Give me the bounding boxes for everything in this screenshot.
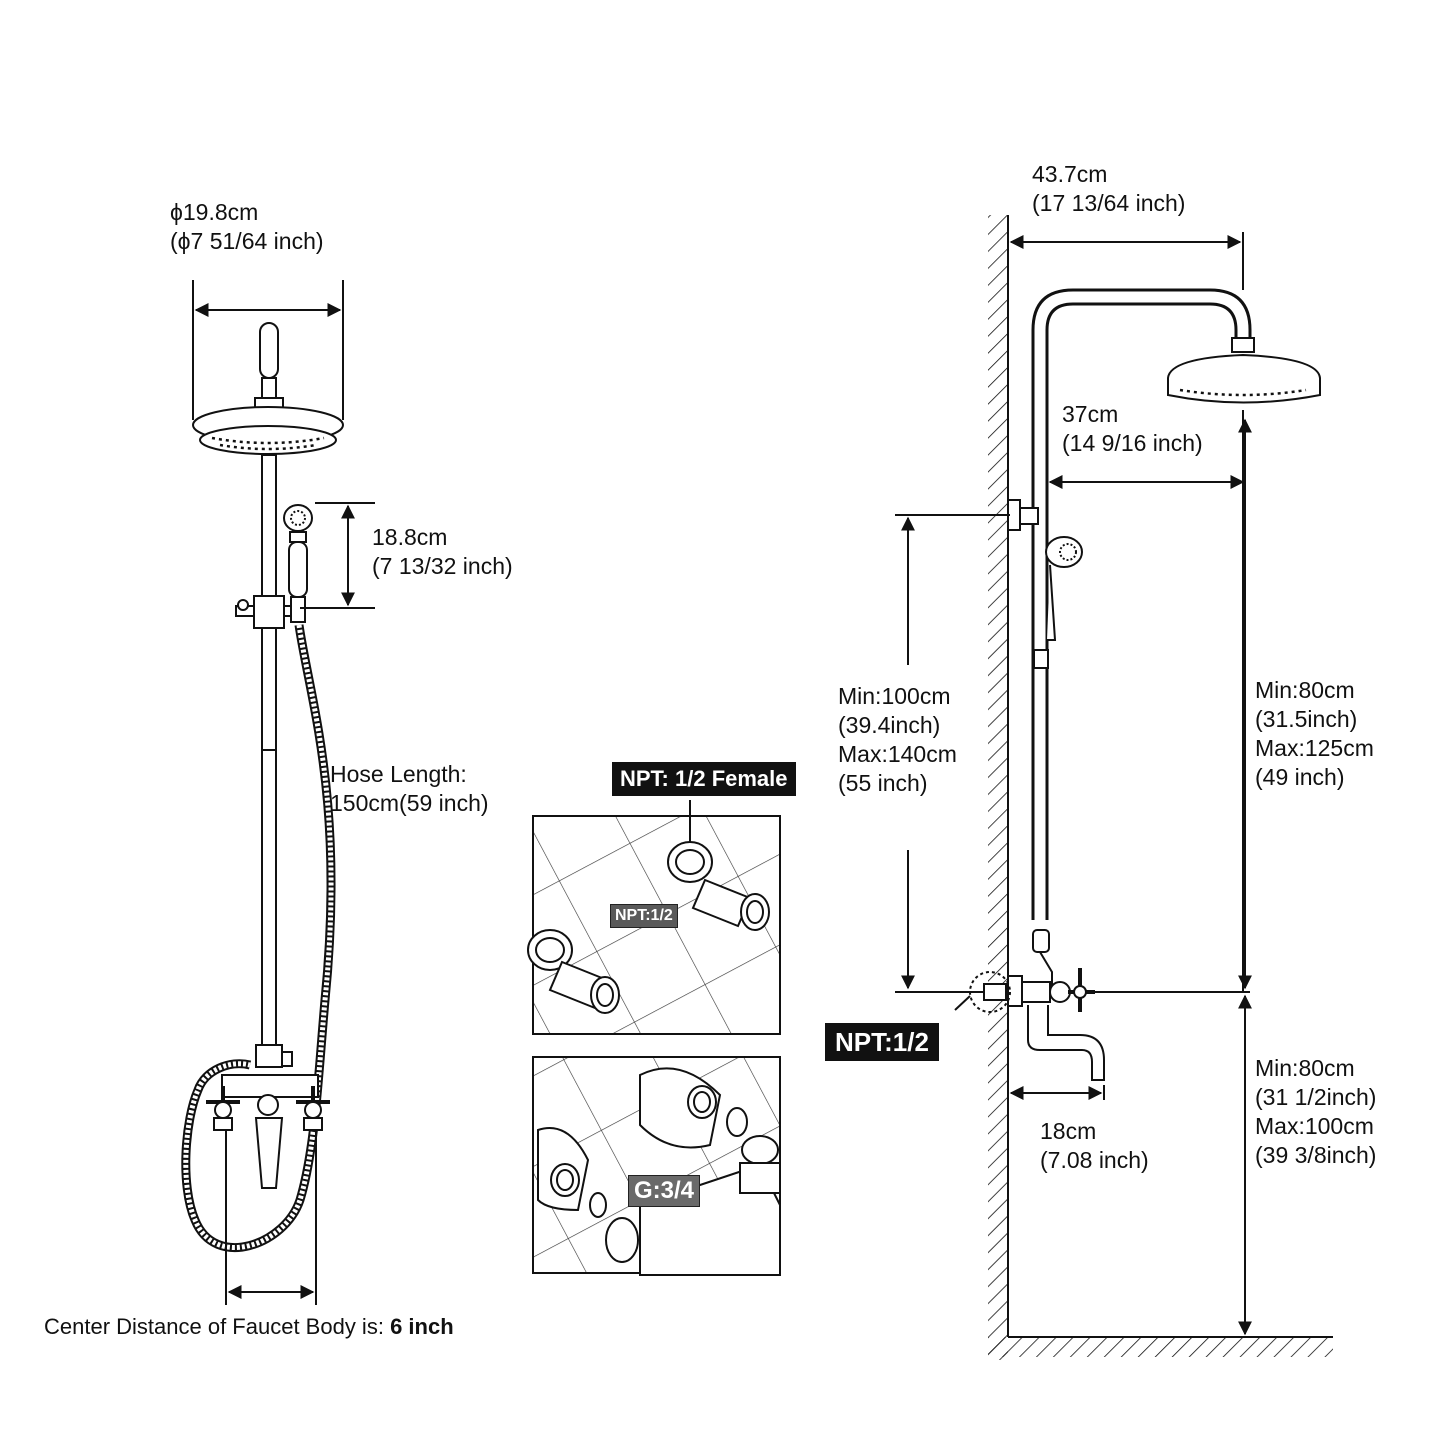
hose-length-value: 150cm(59 inch) <box>330 790 489 816</box>
npt-inlet-tag: NPT:1/2 <box>825 1023 939 1061</box>
npt-female-tag: NPT: 1/2 Female <box>612 762 796 796</box>
bar-range-min: Min:100cm <box>838 683 951 709</box>
valve-height-min-inch: (31 1/2inch) <box>1255 1084 1377 1110</box>
valve-height-max-inch: (39 3/8inch) <box>1255 1142 1377 1168</box>
head-offset-inch: (14 9/16 inch) <box>1062 430 1203 456</box>
head-height-min: Min:80cm <box>1255 677 1355 703</box>
left-front-view <box>181 280 375 1305</box>
g34-tag: G:3/4 <box>628 1175 701 1207</box>
handheld-height-cm: 18.8cm <box>372 524 448 550</box>
arm-length-cm: 43.7cm <box>1032 161 1108 187</box>
handheld-height-label: 18.8cm (7 13/32 inch) <box>372 523 513 581</box>
head-height-label: Min:80cm (31.5inch) Max:125cm (49 inch) <box>1255 676 1374 792</box>
spout-reach-inch: (7.08 inch) <box>1040 1147 1149 1173</box>
head-diameter-inch: (ϕ7 51/64 inch) <box>170 228 324 254</box>
valve-height-label: Min:80cm (31 1/2inch) Max:100cm (39 3/8i… <box>1255 1054 1376 1170</box>
head-height-max: Max:125cm <box>1255 735 1374 761</box>
hose-length-title: Hose Length: <box>330 761 467 787</box>
hose-length-label: Hose Length: 150cm(59 inch) <box>330 760 489 818</box>
npt-inner-tag: NPT:1/2 <box>610 904 678 928</box>
bar-range-label: Min:100cm (39.4inch) Max:140cm (55 inch) <box>838 682 957 798</box>
center-distance-text: Center Distance of Faucet Body is: <box>44 1314 391 1339</box>
spout-reach-label: 18cm (7.08 inch) <box>1040 1117 1149 1175</box>
head-diameter-label: ϕ19.8cm (ϕ7 51/64 inch) <box>170 198 324 256</box>
bar-range-max-inch: (55 inch) <box>838 770 928 796</box>
center-distance-value: 6 inch <box>390 1314 454 1339</box>
handheld-height-inch: (7 13/32 inch) <box>372 553 513 579</box>
arm-length-inch: (17 13/64 inch) <box>1032 190 1186 216</box>
valve-height-max: Max:100cm <box>1255 1113 1374 1139</box>
head-offset-label: 37cm (14 9/16 inch) <box>1062 400 1203 458</box>
bar-range-max: Max:140cm <box>838 741 957 767</box>
bar-range-min-inch: (39.4inch) <box>838 712 941 738</box>
head-diameter-cm: ϕ19.8cm <box>170 199 259 225</box>
arm-length-label: 43.7cm (17 13/64 inch) <box>1032 160 1185 218</box>
right-side-view <box>895 215 1333 1360</box>
head-height-min-inch: (31.5inch) <box>1255 706 1358 732</box>
head-offset-cm: 37cm <box>1062 401 1119 427</box>
valve-height-min: Min:80cm <box>1255 1055 1355 1081</box>
inset-bottom-panel <box>532 1056 781 1276</box>
head-height-max-inch: (49 inch) <box>1255 764 1345 790</box>
center-distance-note: Center Distance of Faucet Body is: 6 inc… <box>44 1314 454 1340</box>
spout-reach-cm: 18cm <box>1040 1118 1097 1144</box>
